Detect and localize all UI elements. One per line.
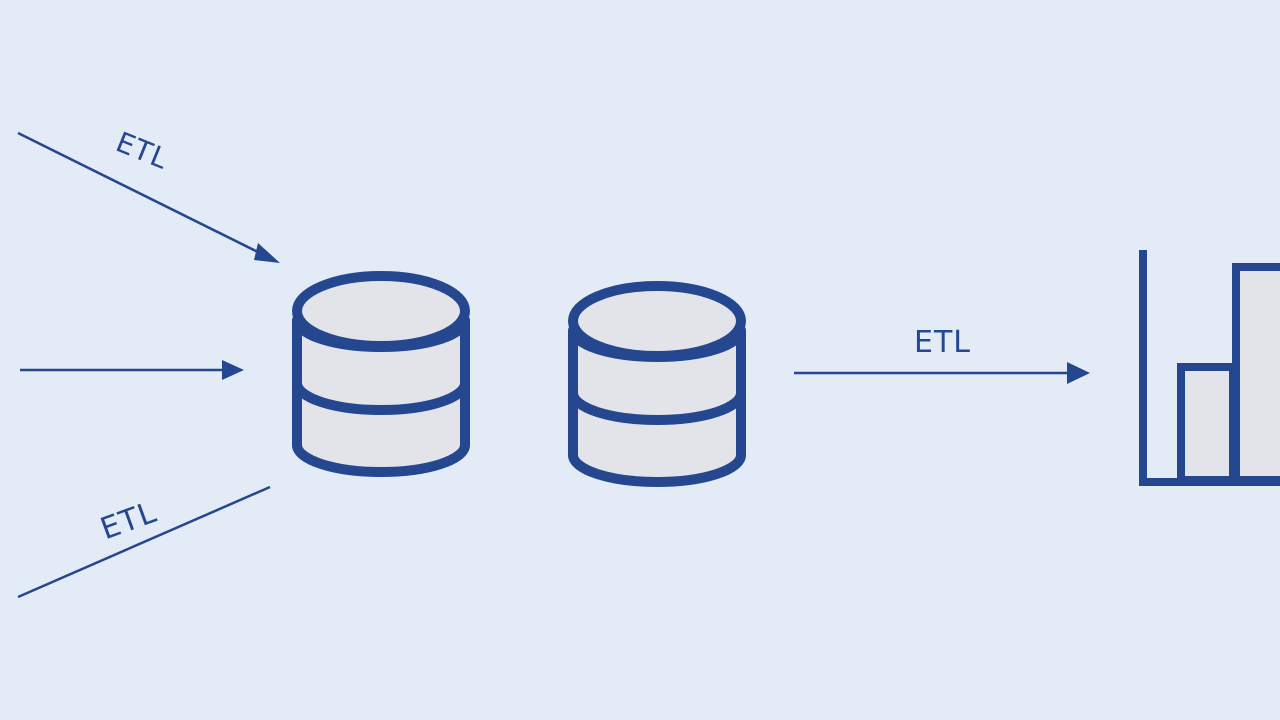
top-etl-label: ETL xyxy=(111,125,173,176)
right-etl-label: ETL xyxy=(914,325,971,360)
database-icon xyxy=(568,281,746,487)
output-arrow xyxy=(794,362,1090,384)
bottom-input-line xyxy=(17,485,271,599)
middle-input-arrow xyxy=(20,360,244,380)
top-input-arrow xyxy=(17,131,280,263)
bar-chart-icon xyxy=(1139,250,1280,486)
database-icon xyxy=(292,271,470,477)
